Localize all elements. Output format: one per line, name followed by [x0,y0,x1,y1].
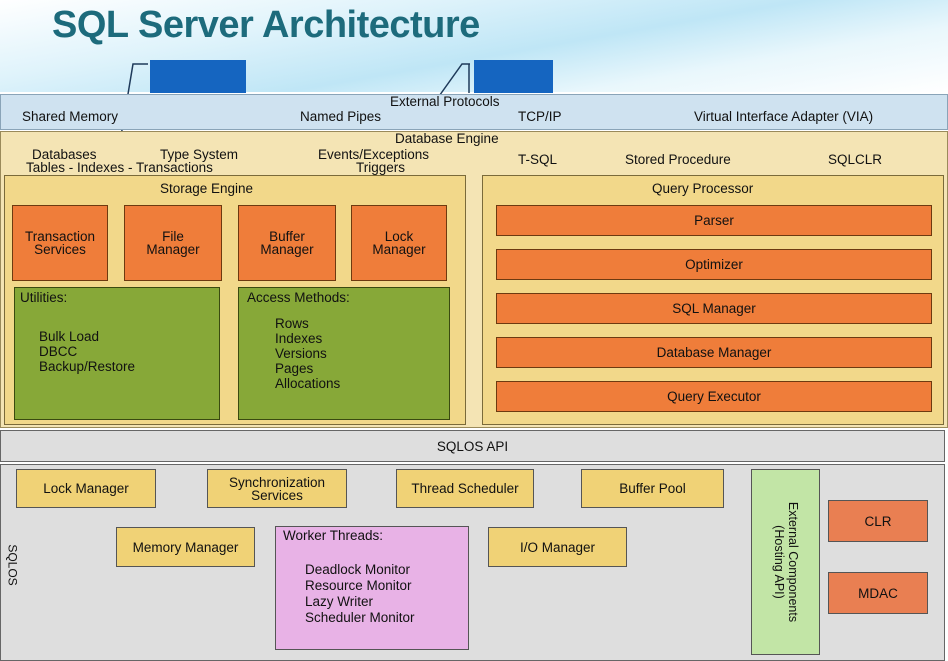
query-executor-label: Query Executor [667,389,761,404]
worker-thread-item: Deadlock Monitor [305,562,411,577]
utility-item: Backup/Restore [39,359,136,374]
lock-manager-label: Lock Manager [372,229,426,257]
file-manager-label: File Manager [146,229,200,257]
utilities-box: Utilities: Bulk Load DBCC Backup/Restore [14,287,220,420]
blue-marker-left [150,60,246,93]
parser-box: Parser [496,205,932,236]
buffer-manager-label: Buffer Manager [260,229,314,257]
sqlos-lock-manager-box: Lock Manager [16,469,156,508]
protocol-tcp-ip: TCP/IP [518,109,562,124]
database-engine-header: Database Engine [395,131,499,146]
memory-manager-label: Memory Manager [132,539,239,555]
thread-scheduler-label: Thread Scheduler [411,481,519,496]
query-processor-header: Query Processor [652,181,754,196]
slide-title: SQL Server Architecture [52,4,480,46]
optimizer-box: Optimizer [496,249,932,280]
mdac-box: MDAC [828,572,928,614]
parser-label: Parser [694,213,734,228]
external-components-label: External Components (Hosting API) [772,501,800,623]
worker-thread-item: Resource Monitor [305,578,412,593]
protocol-shared-memory: Shared Memory [22,109,119,124]
sqlos-label: SQLOS [5,544,20,586]
sqlos-api-bar: SQLOS API [0,430,945,462]
clr-box: CLR [828,500,928,542]
access-methods-box: Access Methods: Rows Indexes Versions Pa… [238,287,450,420]
clr-label: CLR [864,513,892,529]
worker-threads-header: Worker Threads: [283,528,384,543]
worker-threads-box: Worker Threads: Deadlock Monitor Resourc… [275,526,469,650]
protocol-via: Virtual Interface Adapter (VIA) [694,109,874,124]
blue-marker-right [474,60,553,93]
file-manager-box: File Manager [124,205,222,281]
database-manager-label: Database Manager [656,345,772,360]
feature-type-system: Type System [160,147,239,162]
worker-thread-item: Scheduler Monitor [305,610,415,625]
feature-stored-procedure: Stored Procedure [625,152,731,167]
sqlos-api-label: SQLOS API [436,438,509,454]
access-method-item: Rows [275,316,309,331]
external-protocols-panel [0,94,948,130]
feature-tsql: T-SQL [518,152,558,167]
feature-sqlclr: SQLCLR [828,152,883,167]
feature-tables: Tables - Indexes - Transactions [26,160,213,175]
worker-thread-item: Lazy Writer [305,594,374,609]
protocol-named-pipes: Named Pipes [300,109,382,124]
utility-item: Bulk Load [39,329,100,344]
query-executor-box: Query Executor [496,381,932,412]
database-manager-box: Database Manager [496,337,932,368]
io-manager-label: I/O Manager [519,539,596,555]
protocols-header: External Protocols [390,94,500,109]
sql-manager-label: SQL Manager [672,301,756,316]
sqlos-lock-manager-label: Lock Manager [43,481,129,496]
io-manager-box: I/O Manager [488,527,627,567]
access-method-item: Allocations [275,376,341,391]
access-methods-header: Access Methods: [247,290,350,305]
transaction-services-label: Transaction Services [24,229,96,257]
storage-engine-header: Storage Engine [160,181,254,196]
access-method-item: Indexes [275,331,323,346]
lock-manager-box: Lock Manager [351,205,447,281]
external-components-box [751,469,820,655]
buffer-manager-box: Buffer Manager [238,205,336,281]
access-method-item: Pages [275,361,314,376]
buffer-pool-label: Buffer Pool [619,481,686,496]
utilities-header: Utilities: [20,290,68,305]
memory-manager-box: Memory Manager [116,527,255,567]
sync-services-label: Synchronization Services [228,474,326,503]
utility-item: DBCC [39,344,78,359]
buffer-pool-box: Buffer Pool [581,469,724,508]
sync-services-box: Synchronization Services [207,469,347,508]
feature-triggers: Triggers [356,160,406,175]
access-method-item: Versions [275,346,327,361]
optimizer-label: Optimizer [685,257,743,272]
mdac-label: MDAC [858,585,898,601]
sql-manager-box: SQL Manager [496,293,932,324]
feature-events: Events/Exceptions [318,147,430,162]
transaction-services-box: Transaction Services [12,205,108,281]
feature-databases: Databases [32,147,97,162]
thread-scheduler-box: Thread Scheduler [396,469,534,508]
